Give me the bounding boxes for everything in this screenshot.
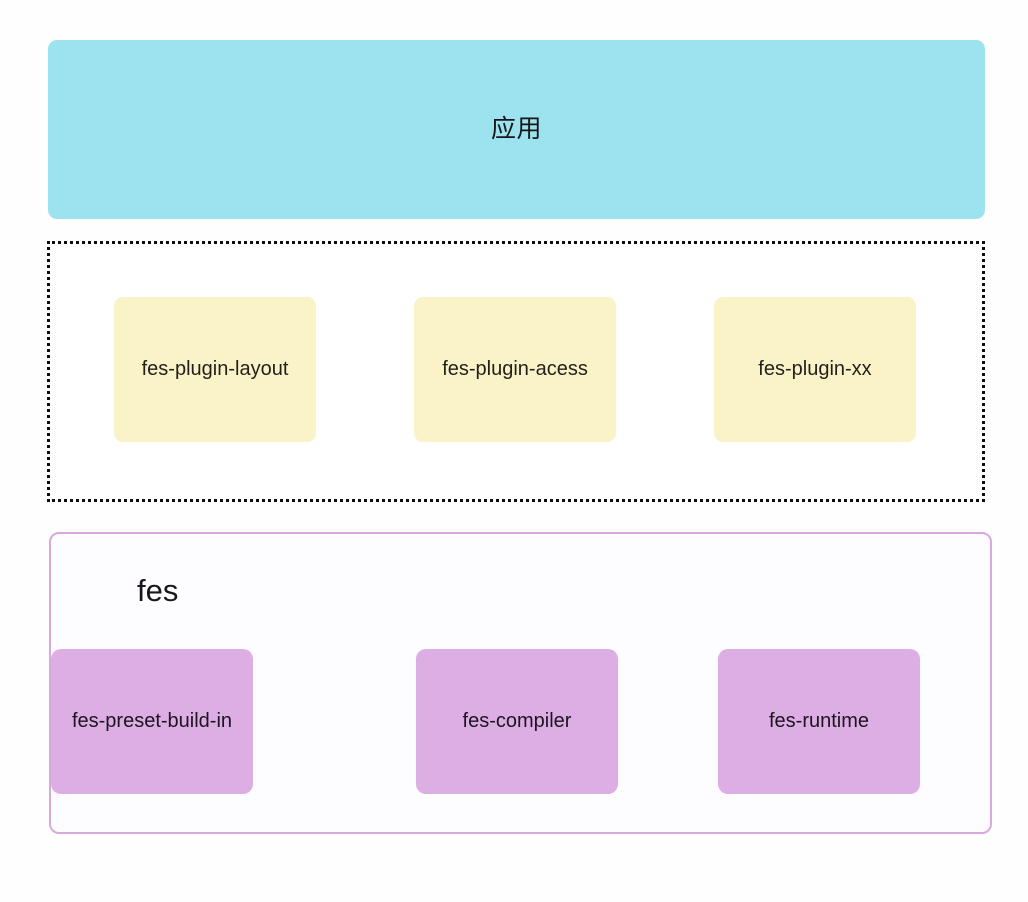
core-card-preset-build-in: fes-preset-build-in (51, 649, 253, 794)
plugin-layer-box: fes-plugin-layout fes-plugin-acess fes-p… (47, 241, 985, 502)
core-layer-title: fes (137, 573, 179, 608)
plugin-card-label: fes-plugin-acess (442, 358, 588, 380)
core-card-label: fes-compiler (462, 710, 572, 732)
plugin-card-layout: fes-plugin-layout (114, 297, 316, 442)
application-layer-box: 应用 (48, 40, 985, 219)
plugin-card-label: fes-plugin-xx (758, 358, 872, 380)
core-card-label: fes-runtime (768, 710, 870, 732)
application-layer-label: 应用 (490, 114, 542, 144)
plugin-card-acess: fes-plugin-acess (414, 297, 616, 442)
core-card-compiler: fes-compiler (416, 649, 618, 794)
plugin-card-label: fes-plugin-layout (141, 358, 289, 380)
core-card-runtime: fes-runtime (718, 649, 920, 794)
core-layer-box: fes fes-compiler fes-runtime fes-preset-… (49, 532, 992, 834)
core-card-label: fes-preset-build-in (71, 710, 233, 732)
plugin-card-xx: fes-plugin-xx (714, 297, 916, 442)
